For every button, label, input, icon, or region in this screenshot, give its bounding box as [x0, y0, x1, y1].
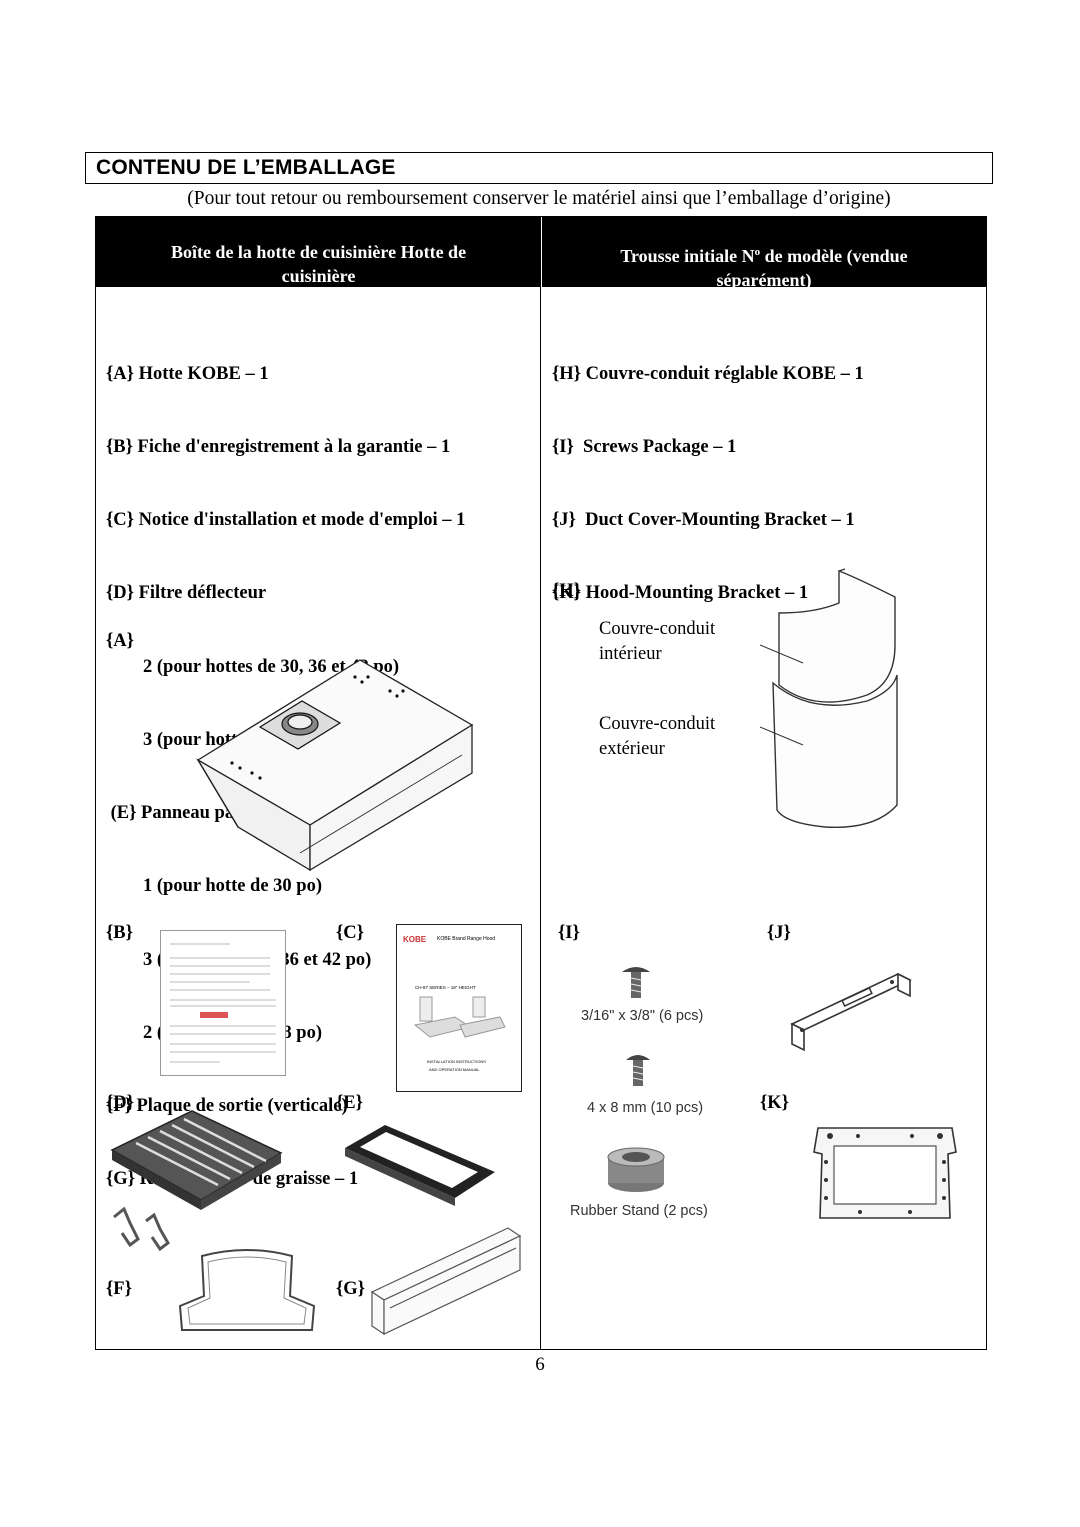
- left-column-header: Boîte de la hotte de cuisinière Hotte de…: [96, 217, 541, 287]
- page-number: 6: [535, 1354, 545, 1375]
- manual-footer1: INSTALLATION INSTRUCTIONS: [427, 1059, 486, 1064]
- figure-label-f: {F}: [106, 1279, 132, 1299]
- list-item: {I} Screws Package – 1: [552, 437, 737, 458]
- figure-label-e: {E}: [336, 1093, 363, 1113]
- subtitle-note: (Pour tout retour ou remboursement conse…: [187, 188, 891, 209]
- left-header-line2: cuisinière: [281, 266, 356, 286]
- duct-cover-illustration: [759, 568, 898, 829]
- column-divider: [540, 217, 541, 1349]
- figure-label-a: {A}: [106, 631, 134, 651]
- package-contents-table: Boîte de la hotte de cuisinière Hotte de…: [95, 216, 987, 1350]
- list-item: {J} Duct Cover-Mounting Bracket – 1: [552, 510, 855, 531]
- manual-footer2: AND OPERATION MANUAL: [429, 1067, 480, 1072]
- figure-label-j: {J}: [767, 923, 791, 943]
- hood-bracket-illustration: [813, 1127, 957, 1219]
- figure-label-g: {G}: [336, 1279, 365, 1299]
- figure-label-k: {K}: [760, 1093, 789, 1113]
- list-item: {B} Fiche d'enregistrement à la garantie…: [106, 437, 451, 458]
- right-header-line2: séparément): [716, 270, 812, 290]
- screw-top-icon: [622, 967, 650, 998]
- manual-hood-picture: [413, 996, 506, 1038]
- list-item: {D} Filtre déflecteur: [106, 583, 267, 604]
- manual-series: CH-87 SERIES – 18" HEIGHT: [415, 985, 476, 990]
- outer-duct-caption: Couvre-conduit extérieur: [599, 712, 715, 762]
- caption-line: extérieur: [599, 739, 665, 759]
- manual-cover-illustration: KOBE KOBE Brand Range Hood CH-87 SERIES …: [396, 924, 522, 1092]
- left-header-line1: Boîte de la hotte de cuisinière Hotte de: [170, 242, 467, 262]
- warranty-card-illustration: [160, 930, 286, 1076]
- figure-label-d: {D}: [106, 1093, 134, 1113]
- right-header-text-b: de modèle (vendue: [760, 246, 908, 266]
- caption-line: Couvre-conduit: [599, 714, 716, 734]
- list-item: {H} Couvre-conduit réglable KOBE – 1: [552, 363, 864, 384]
- right-column-header: Trousse initiale No de modèle (vendue sé…: [542, 217, 986, 290]
- caption-line: intérieur: [599, 644, 662, 664]
- figure-label-c: {C}: [336, 923, 364, 943]
- grease-tray-illustration: [370, 1227, 522, 1336]
- list-item: {K} Hood-Mounting Bracket – 1: [552, 583, 809, 604]
- right-header-sup: o: [754, 246, 761, 258]
- figure-label-i: {I}: [558, 923, 580, 943]
- list-item: {C} Notice d'installation et mode d'empl…: [106, 510, 466, 531]
- screw1-caption: 3/16" x 3/8" (6 pcs): [581, 1008, 704, 1024]
- section-title-box: CONTENU DE L’EMBALLAGE: [85, 152, 993, 184]
- outlet-plate-illustration: [178, 1249, 316, 1331]
- inner-duct-caption: Couvre-conduit intérieur: [599, 617, 715, 667]
- screw2-caption: 4 x 8 mm (10 pcs): [587, 1100, 704, 1116]
- manual-title: KOBE Brand Range Hood: [437, 936, 496, 942]
- splash-panel-illustration: [345, 1125, 495, 1206]
- figure-label-b: {B}: [106, 923, 133, 943]
- list-item: {F} Plaque de sortie (verticale): [106, 1096, 348, 1116]
- baffle-filter-illustration: [110, 1110, 283, 1252]
- right-header-line1: Trousse initiale No de modèle (vendue: [542, 240, 986, 268]
- rubber-stand-caption: Rubber Stand (2 pcs): [570, 1203, 708, 1219]
- list-item: {A} Hotte KOBE – 1: [106, 363, 269, 384]
- figure-label-h: {H}: [552, 581, 581, 601]
- caption-line: Couvre-conduit: [599, 619, 716, 639]
- screw-bottom-icon: [626, 1055, 650, 1086]
- page-title: CONTENU DE L’EMBALLAGE: [96, 156, 396, 179]
- right-item-list: {H} Couvre-conduit réglable KOBE – 1 {I}…: [552, 313, 864, 655]
- rubber-stand-icon: [607, 1147, 665, 1192]
- manual-brand: KOBE: [403, 935, 427, 944]
- right-header-text-a: Trousse initiale N: [620, 246, 755, 266]
- duct-bracket-illustration: [790, 972, 912, 1052]
- list-item: 1 (pour hotte de 30 po): [106, 876, 323, 897]
- range-hood-illustration: [196, 659, 474, 872]
